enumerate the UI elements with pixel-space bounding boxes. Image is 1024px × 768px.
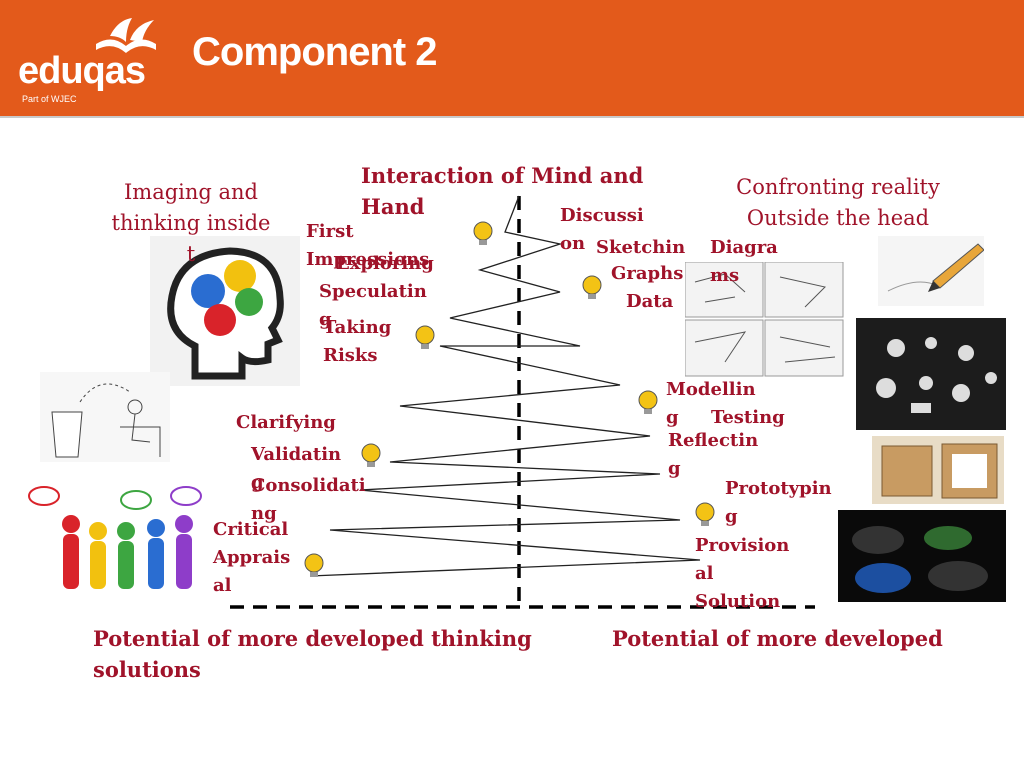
lightbulb-icon (473, 221, 493, 245)
bottom-left-caption: Potential of more developed thinking sol… (93, 626, 532, 682)
logo-wordmark: eduqas (18, 50, 146, 92)
bottom-right-caption: Potential of more developed (612, 626, 943, 651)
header-bar: eduqas Part of WJEC Component 2 (0, 0, 1024, 116)
lightbulb-icon (695, 502, 715, 526)
label-discussion: Discussi on (560, 205, 644, 254)
label-graphs: Graphs (611, 263, 684, 284)
header-divider (0, 116, 1024, 118)
zigzag-line (309, 195, 701, 577)
waste-bin-sketch-image (40, 372, 170, 462)
logo-subtitle: Part of WJEC (22, 94, 77, 104)
label-validating: Validatin g (251, 444, 342, 493)
label-testing: Testing (711, 407, 785, 428)
lightbulb-icon (361, 443, 381, 467)
pencil-icon (878, 236, 984, 306)
label-diagrams: Diagra ms (710, 237, 778, 286)
label-reflecting: Reflectin g (668, 430, 759, 479)
label-exploring: Exploring (336, 253, 434, 274)
center-title: Interaction of Mind and Hand (361, 163, 644, 219)
lightbulb-icon (638, 390, 658, 414)
lightbulb-icon (415, 325, 435, 349)
label-provisional-solution: Provision al Solution (695, 535, 790, 612)
label-modelling: Modellin g (666, 379, 756, 428)
right-heading: Confronting reality Outside the head (736, 175, 940, 230)
label-prototyping: Prototypin g (725, 478, 832, 527)
label-critical-appraisal: Critical Apprais al (213, 519, 291, 596)
label-sketching: Sketchin (596, 237, 686, 258)
3d-printed-parts-image (856, 318, 1006, 430)
label-first-impressions: First Impressions (306, 221, 430, 270)
lightbulb-icon (582, 275, 602, 299)
head-gears-image (150, 236, 300, 386)
cardboard-prototype-image (872, 436, 1004, 504)
label-taking-risks: Taking Risks (323, 317, 392, 366)
game-controllers-image (838, 510, 1006, 602)
label-clarifying: Clarifying (236, 412, 336, 433)
people-talking-icon (28, 486, 202, 589)
label-speculating: Speculatin g (319, 281, 427, 330)
left-heading: Imaging and thinking inside t (111, 180, 271, 266)
sketches-image (685, 262, 844, 377)
page-title: Component 2 (192, 30, 438, 74)
book-logo-icon (96, 18, 156, 53)
lightbulb-icon (304, 553, 324, 577)
label-data: Data (626, 291, 674, 312)
label-consolidating: Consolidati ng (251, 475, 366, 524)
